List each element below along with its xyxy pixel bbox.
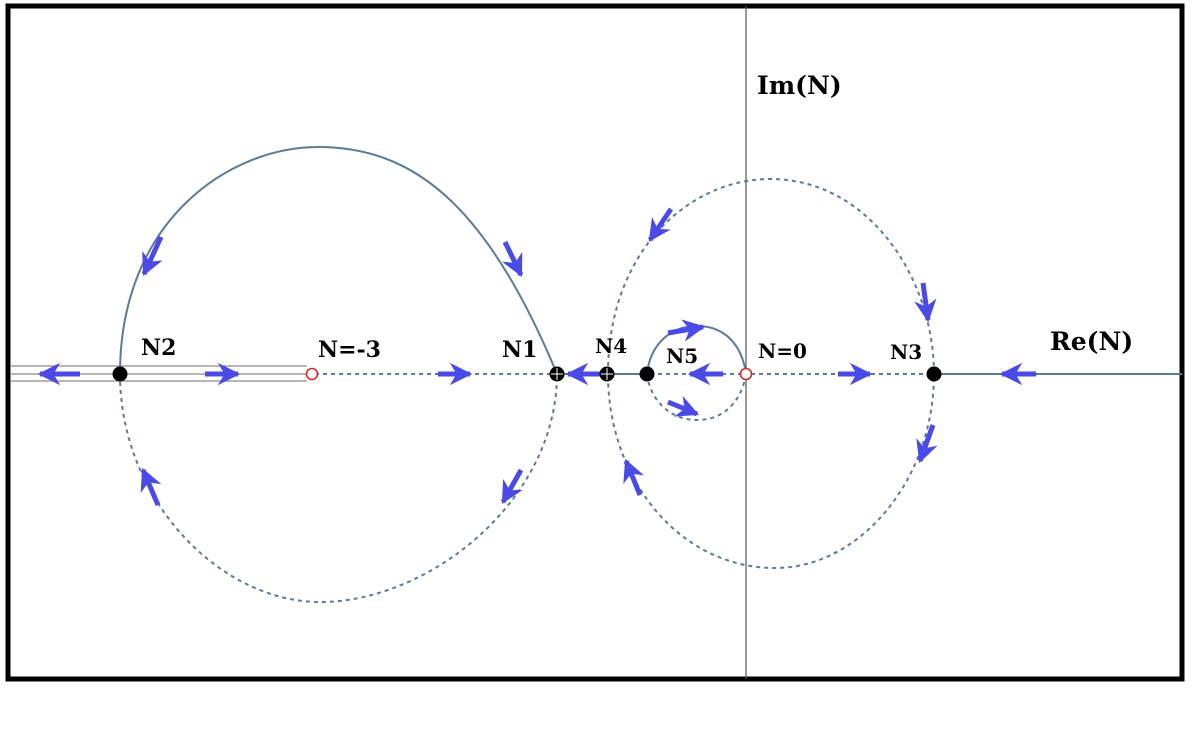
small-loop-lower xyxy=(646,373,747,422)
arrow-left-upper-rising xyxy=(502,240,524,278)
arrow-small-upper xyxy=(667,319,706,342)
arrow-left-upper-descending xyxy=(141,235,164,277)
label-n3: N3 xyxy=(890,340,922,364)
arrow-right-lower-left xyxy=(623,458,645,496)
label-n4: N4 xyxy=(595,334,627,358)
pole-n0 xyxy=(739,367,753,381)
arrow-left-lower-right xyxy=(500,468,524,504)
arrow-left-lower-left xyxy=(140,467,162,506)
fixed-point-n3 xyxy=(926,366,942,382)
im-axis-label: Im(N) xyxy=(757,71,842,100)
label-n0: N=0 xyxy=(758,339,807,363)
fixed-point-n2 xyxy=(112,366,128,382)
arrow-right-upper-right xyxy=(914,282,937,323)
arrow-right-lower-right xyxy=(916,424,938,464)
fixed-point-n5 xyxy=(639,366,655,382)
pole-n-minus-3 xyxy=(305,367,319,381)
re-axis-label: Re(N) xyxy=(1050,327,1133,356)
label-n2: N2 xyxy=(141,335,176,361)
left-loop-lower xyxy=(119,373,558,604)
label-n-minus-3: N=-3 xyxy=(318,337,381,363)
flow-arrows xyxy=(37,207,1036,506)
label-n5: N5 xyxy=(666,344,698,368)
label-n1: N1 xyxy=(502,337,537,363)
point-crosshairs xyxy=(551,368,613,380)
arrow-right-top xyxy=(647,207,674,242)
diagram-frame xyxy=(5,3,1185,682)
arrow-small-lower xyxy=(667,395,700,417)
